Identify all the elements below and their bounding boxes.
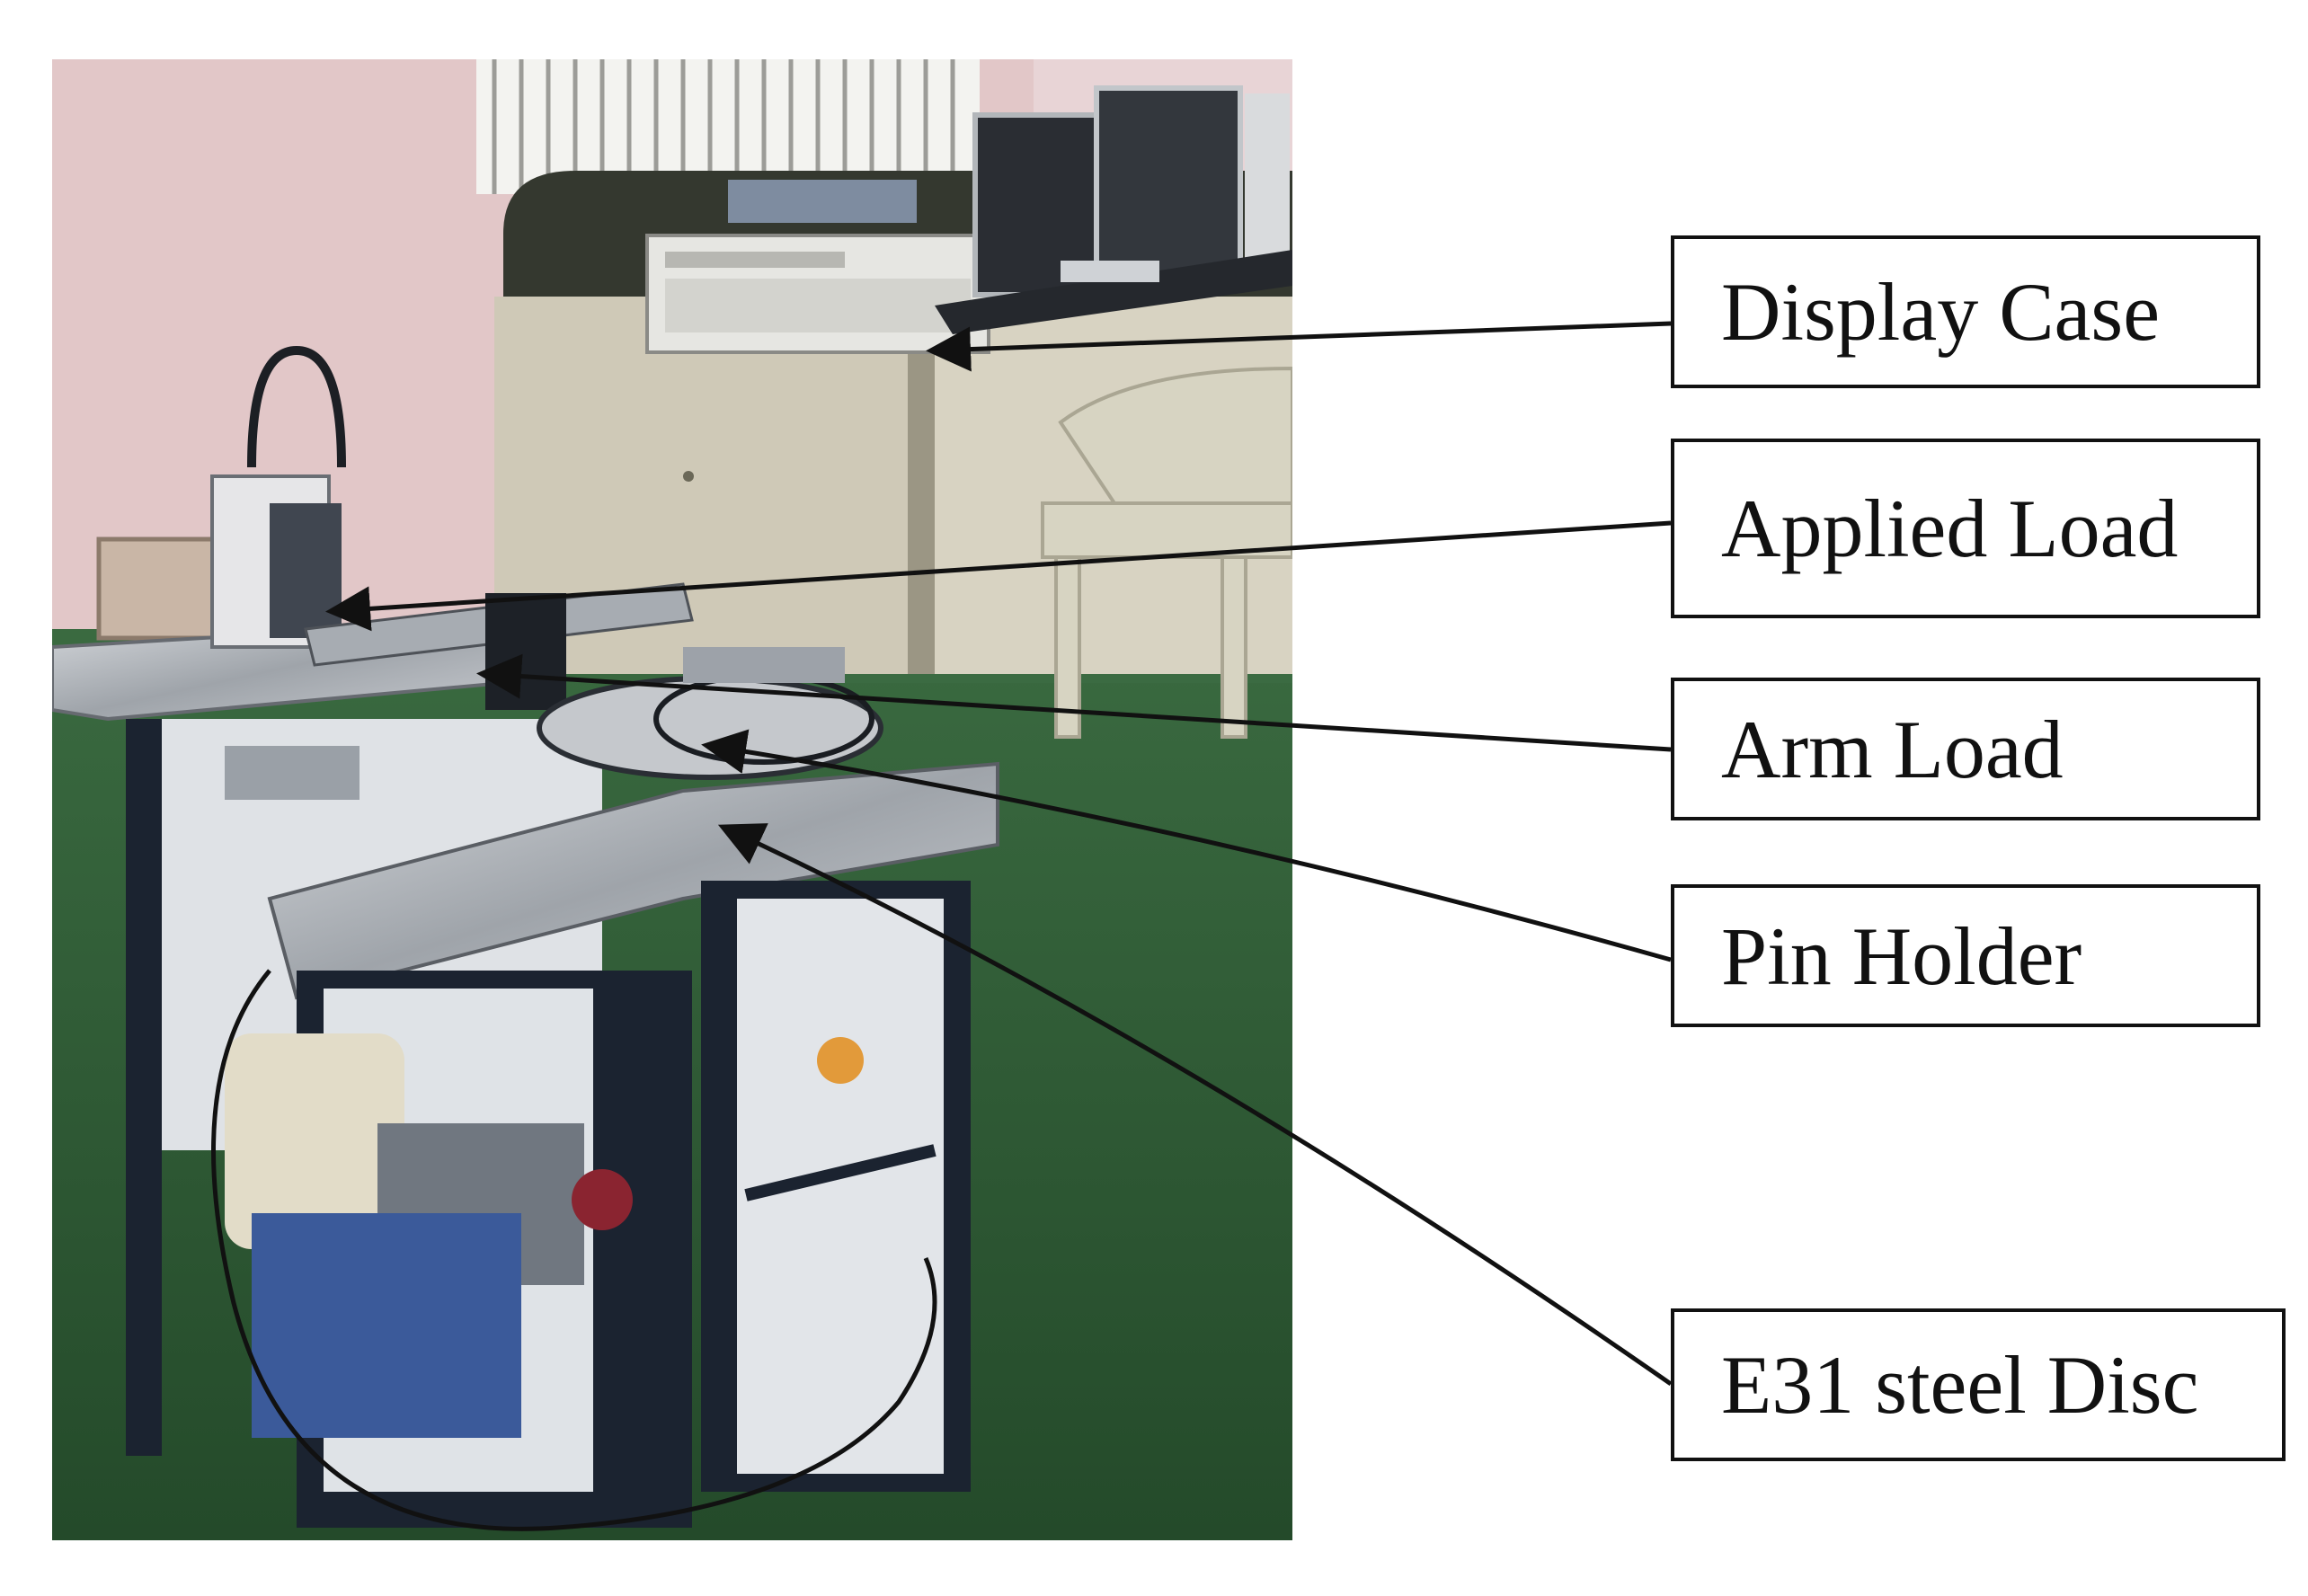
leader-applied-load xyxy=(325,520,1672,632)
leader-arm-load xyxy=(476,653,1672,752)
label-arm-load: Arm Load xyxy=(1671,678,2260,820)
power-cable xyxy=(211,969,937,1531)
leader-lines xyxy=(325,321,1673,1387)
label-steel-disc: E31 steel Disc xyxy=(1671,1308,2286,1461)
label-applied-load: Applied Load xyxy=(1671,439,2260,618)
test-rig-photograph xyxy=(52,59,1292,1540)
pin-on-disc-machine xyxy=(52,345,999,1528)
label-display-case: Display Case xyxy=(1671,235,2260,388)
label-pin-holder: Pin Holder xyxy=(1671,884,2260,1027)
monitor xyxy=(935,85,1292,334)
leader-display-case xyxy=(926,321,1672,372)
chair xyxy=(1041,366,1292,739)
leader-disc xyxy=(717,823,1673,1387)
leader-pin-holder xyxy=(701,729,1672,962)
